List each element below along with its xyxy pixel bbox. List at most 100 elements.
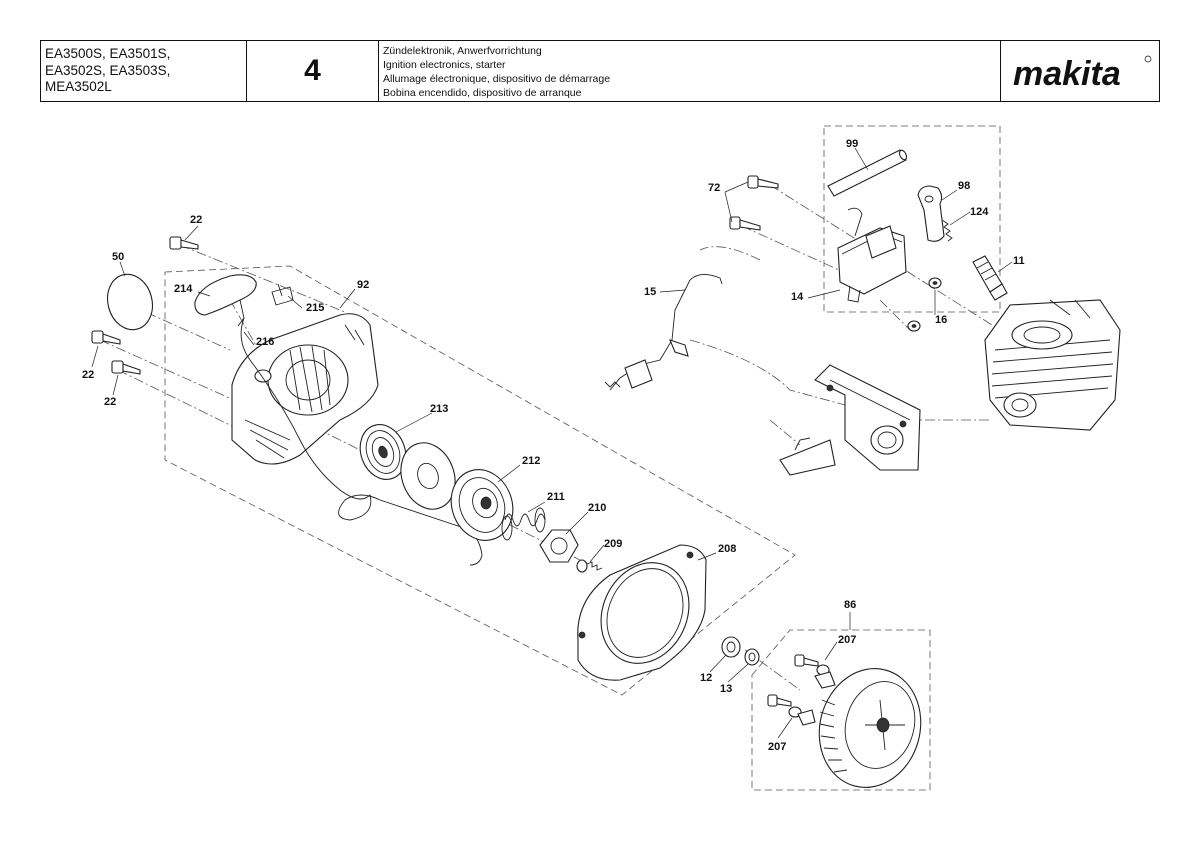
title-en: Ignition electronics, starter: [383, 59, 506, 71]
alignment-line: [689, 339, 990, 421]
alignment-line: [699, 246, 761, 261]
leader-line: [659, 289, 686, 293]
cylinder: [984, 299, 1121, 431]
callout-207: 207: [838, 634, 856, 646]
callout-215: 215: [306, 302, 324, 314]
leader-line: [777, 717, 793, 739]
callout-213: 213: [430, 403, 448, 415]
leader-line: [119, 261, 126, 277]
alignment-line: [741, 225, 851, 276]
starter-group-outline: [164, 265, 796, 696]
part-11-spark-plug: [972, 255, 1008, 301]
leader-line: [997, 261, 1013, 273]
part-124-spring: [941, 219, 953, 242]
part-86-flywheel: [818, 668, 922, 788]
alignment-line: [117, 369, 241, 431]
alignment-line: [179, 244, 346, 313]
leader-line: [91, 345, 99, 368]
title-fr: Allumage électronique, dispositivo de dé…: [383, 73, 611, 85]
part-15-stop-switch: [604, 274, 723, 391]
part-210-pawl-carrier: [539, 529, 579, 563]
leader-line: [395, 412, 433, 433]
part-211-spring: [501, 507, 546, 541]
brand-cell: makita: [1001, 41, 1161, 101]
part-99-rod: [827, 149, 908, 197]
leader-line: [197, 291, 211, 297]
callout-14: 14: [791, 291, 804, 303]
leader-line: [941, 189, 958, 201]
part-98-plug-cap: [917, 185, 945, 242]
callout-207: 207: [768, 741, 786, 753]
callout-22: 22: [82, 369, 94, 381]
part-22-screw: [111, 360, 141, 375]
callout-99: 99: [846, 138, 858, 150]
section-titles: Zündelektronik, Anwerfvorrichtung Igniti…: [379, 41, 1001, 101]
callout-98: 98: [958, 180, 970, 192]
leader-line: [724, 181, 749, 193]
callout-92: 92: [357, 279, 369, 291]
leader-line: [589, 544, 605, 563]
part-92-fan-housing: [231, 313, 379, 465]
callout-208: 208: [718, 543, 736, 555]
flywheel-group-outline: [751, 629, 931, 791]
spring-cover-disc: [400, 442, 456, 510]
callout-13: 13: [720, 683, 732, 695]
callout-50: 50: [112, 251, 124, 263]
callout-212: 212: [522, 455, 540, 467]
part-14-ignition-module: [837, 207, 907, 303]
title-de: Zündelektronik, Anwerfvorrichtung: [383, 45, 542, 57]
title-es: Bobina encendido, dispositivo de arranqu…: [383, 87, 582, 99]
leader-line: [565, 511, 589, 535]
model-line: EA3500S, EA3501S,: [45, 46, 171, 61]
part-215-clip: [271, 283, 294, 306]
model-list: EA3500S, EA3501S, EA3502S, EA3503S, MEA3…: [41, 41, 247, 101]
part-207-screw: [767, 694, 816, 726]
callout-12: 12: [700, 672, 712, 684]
callout-211: 211: [547, 491, 565, 503]
callout-22: 22: [104, 396, 116, 408]
model-line: EA3502S, EA3503S,: [45, 62, 171, 78]
callout-11: 11: [1013, 255, 1025, 267]
part-72-screw: [729, 216, 761, 231]
leader-line: [727, 663, 749, 683]
alignment-line: [769, 419, 801, 446]
part-213-recoil-spring: [359, 424, 407, 480]
makita-logo: makita: [1013, 55, 1152, 93]
intake-bracket: [814, 364, 921, 471]
leader-line: [949, 211, 971, 226]
title-block: EA3500S, EA3501S, EA3502S, EA3503S, MEA3…: [40, 40, 1160, 102]
part-214-starter-handle: [194, 274, 257, 327]
part-212-rope-pulley: [450, 469, 514, 541]
callout-15: 15: [644, 286, 656, 298]
model-line: MEA3502L: [45, 79, 112, 94]
callout-209: 209: [604, 538, 622, 550]
part-22-screw: [169, 236, 199, 250]
callout-16: 16: [935, 314, 947, 326]
callout-22: 22: [190, 214, 202, 226]
alignment-line: [99, 339, 246, 406]
leader-line: [724, 191, 733, 223]
part-16-nut: [907, 320, 921, 332]
leader-line: [697, 552, 717, 561]
page-number: 4: [247, 41, 379, 101]
part-209-screw: [576, 559, 603, 573]
part-16-nut: [928, 277, 942, 289]
leader-line: [497, 464, 521, 483]
callout-72: 72: [708, 182, 720, 194]
part-208-starter-cover: [577, 544, 707, 681]
leader-line: [854, 147, 869, 171]
leader-line: [824, 641, 838, 661]
part-72-screw: [747, 175, 779, 189]
callout-216: 216: [256, 336, 274, 348]
part-50-disc: [106, 273, 154, 331]
leader-line: [112, 374, 119, 396]
throttle-link: [779, 437, 836, 476]
callout-214: 214: [174, 283, 193, 295]
callout-86: 86: [844, 599, 856, 611]
leader-line: [527, 501, 546, 513]
callout-210: 210: [588, 502, 606, 514]
part-22-screw: [91, 330, 121, 345]
alignment-line: [879, 299, 911, 331]
brand-wordmark: makita: [1013, 55, 1121, 93]
